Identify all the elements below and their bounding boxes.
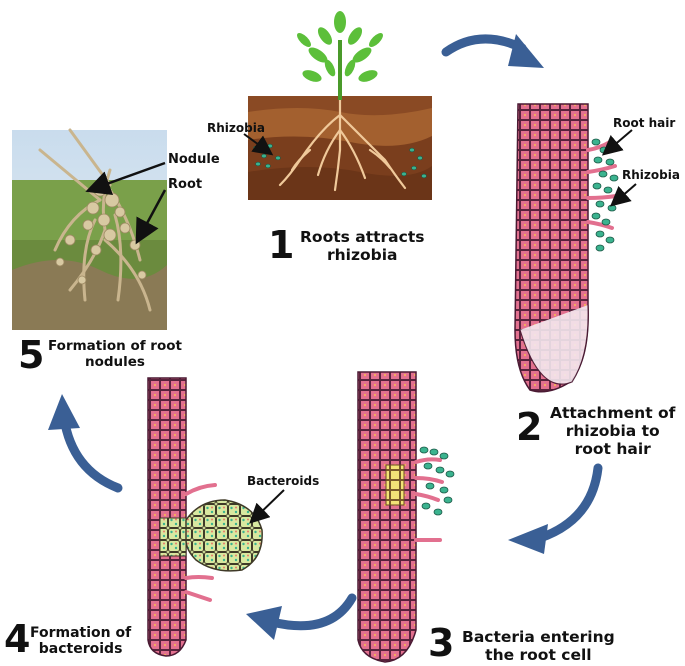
soil-rhizobia-label: Rhizobia	[207, 121, 265, 135]
cycle-arrowheads	[48, 34, 548, 640]
soil-rhizobia-pointer	[243, 133, 274, 156]
bacteroid-illustration	[147, 377, 263, 657]
step-1-caption: Roots attracts rhizobia	[300, 228, 424, 264]
step-5-number: 5	[18, 333, 45, 377]
step-1-line-1: Roots attracts	[300, 228, 425, 246]
step-2-caption: Attachment of rhizobia to root hair	[550, 404, 675, 458]
bacteria-entry-illustration	[357, 371, 455, 663]
step-5-line-1: Formation of root	[48, 338, 182, 354]
step-2-number: 2	[516, 405, 543, 449]
photo-root-label: Root	[168, 177, 203, 192]
cycle-arrow-1-to-2	[441, 34, 527, 57]
photo-nodule-label: Nodule	[168, 152, 220, 167]
step-4-line-2: bacteroids	[38, 641, 123, 657]
step-3-number: 3	[428, 621, 455, 665]
root-nodule-photo	[12, 128, 167, 330]
step-1-number: 1	[268, 223, 295, 267]
soil-plant-illustration	[248, 11, 432, 200]
cycle-arrow-2-to-3	[535, 463, 603, 543]
hair-rhizobia-pointer	[609, 183, 637, 207]
step-3-line-1: Bacteria entering	[462, 628, 615, 646]
root-hair-pointer	[601, 129, 633, 156]
root-pointer-arrow	[135, 189, 167, 245]
step-2-line-2: rhizobia to	[565, 422, 660, 440]
step-3-line-2: the root cell	[485, 646, 592, 664]
step-4-caption: Formation of bacteroids	[30, 625, 131, 657]
step-4-number: 4	[4, 617, 31, 661]
root-hair-illustration	[514, 103, 619, 393]
root-hair-label: Root hair	[613, 116, 676, 130]
step-5-line-2: nodules	[84, 354, 145, 370]
step-2-line-1: Attachment of	[550, 404, 676, 422]
step-2-line-3: root hair	[574, 440, 651, 458]
cycle-arrow-4-to-5	[59, 413, 123, 493]
step-3-caption: Bacteria entering the root cell	[462, 628, 615, 664]
hair-rhizobia-label: Rhizobia	[622, 168, 680, 182]
cycle-arrow-3-to-4	[267, 593, 357, 631]
step-4-line-1: Formation of	[30, 625, 132, 641]
bacteroids-pointer	[249, 489, 285, 524]
nodule-pointer-arrow	[85, 161, 166, 195]
bacteroids-label: Bacteroids	[247, 474, 320, 488]
step-1-line-2: rhizobia	[326, 246, 398, 264]
step-5-caption: Formation of root nodules	[48, 338, 182, 370]
